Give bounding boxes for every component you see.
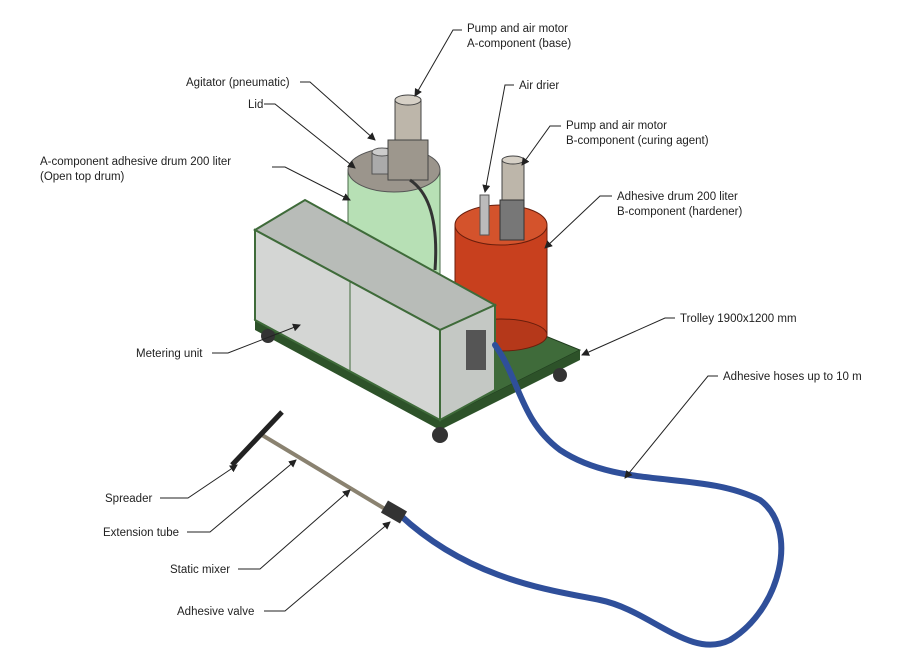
label-trolley: Trolley 1900x1200 mm (680, 313, 797, 325)
label-pump-b-sub: B-component (curing agent) (566, 135, 709, 147)
label-lid: Lid (248, 99, 263, 111)
pump-a (387, 94, 438, 271)
label-adhesive-valve: Adhesive valve (177, 606, 254, 618)
label-static-mixer: Static mixer (170, 564, 230, 576)
label-agitator: Agitator (pneumatic) (186, 77, 290, 89)
label-pump-a-sub: A-component (base) (467, 38, 571, 50)
label-drum-a: A-component adhesive drum 200 liter (40, 156, 231, 168)
pump-b (501, 159, 525, 201)
label-drum-b: Adhesive drum 200 liter (617, 191, 738, 203)
label-extension-tube: Extension tube (103, 527, 179, 539)
air-drier (479, 194, 490, 236)
wheel (432, 427, 448, 443)
adhesive-hose (397, 342, 785, 648)
metering-unit (252, 198, 498, 422)
applicator (230, 410, 408, 524)
label-drum-a-sub: (Open top drum) (40, 171, 125, 183)
wheel (261, 329, 275, 343)
label-air-drier: Air drier (519, 80, 559, 92)
label-drum-b-sub: B-component (hardener) (617, 206, 742, 218)
extension-tube (260, 433, 397, 517)
label-hoses: Adhesive hoses up to 10 m (723, 371, 862, 383)
label-metering-unit: Metering unit (136, 348, 203, 360)
label-pump-b: Pump and air motor (566, 120, 667, 132)
adhesive-valve (380, 500, 408, 524)
spreader (230, 410, 284, 467)
label-spreader: Spreader (105, 493, 152, 505)
wheel (553, 368, 567, 382)
label-pump-a: Pump and air motor (467, 23, 568, 35)
leader-lines (160, 29, 718, 612)
